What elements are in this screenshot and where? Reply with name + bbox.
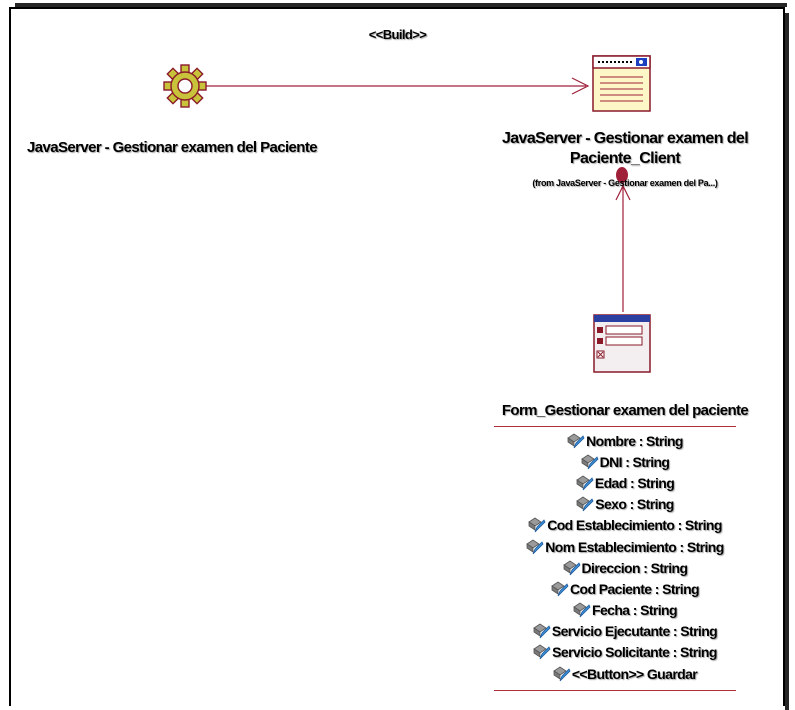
attribute-visibility-icon (526, 539, 544, 555)
attribute-label: Cod Establecimiento : String (547, 517, 722, 534)
server-component-name[interactable]: JavaServer - Gestionar examen del Pacien… (27, 139, 318, 156)
client-page-origin: (from JavaServer - Gestionar examen del … (532, 178, 718, 188)
form-attribute-row[interactable]: Servicio Ejecutante : String (470, 621, 780, 642)
client-page-name[interactable]: JavaServer - Gestionar examen del Pacien… (501, 130, 749, 167)
form-attribute-row[interactable]: DNI : String (470, 451, 780, 472)
attribute-label: Servicio Solicitante : String (552, 644, 717, 661)
form-attribute-row[interactable]: Sexo : String (470, 494, 780, 515)
form-attribute-row[interactable]: Cod Paciente : String (470, 578, 780, 599)
attribute-label: Cod Paciente : String (570, 580, 700, 597)
association-arrowhead (615, 184, 631, 201)
form-icon (593, 314, 651, 373)
client-page-icon (592, 55, 651, 112)
attribute-label: Sexo : String (595, 496, 674, 513)
attribute-label: Servicio Ejecutante : String (551, 623, 718, 640)
attribute-label: <<Button>> Guardar (571, 665, 698, 682)
attribute-visibility-icon (553, 666, 571, 682)
form-attribute-row[interactable]: Edad : String (470, 472, 780, 493)
form-attribute-row[interactable]: Fecha : String (470, 600, 780, 621)
attribute-label: Nombre : String (586, 432, 683, 449)
gear-icon (163, 64, 207, 108)
form-class-name[interactable]: Form_Gestionar examen del paciente (501, 402, 749, 419)
attribute-visibility-icon (551, 581, 569, 597)
attribute-visibility-icon (533, 623, 551, 639)
form-separator-bottom (494, 690, 736, 691)
attribute-label: Direccion : String (581, 559, 688, 576)
attribute-visibility-icon (576, 475, 594, 491)
attribute-label: Edad : String (594, 474, 675, 491)
attribute-visibility-icon (528, 517, 546, 533)
form-attribute-row[interactable]: Nom Establecimiento : String (470, 536, 780, 557)
attribute-label: Fecha : String (592, 602, 678, 619)
form-separator-top (494, 426, 736, 427)
diagram-frame (9, 3, 789, 710)
form-attribute-row[interactable]: Direccion : String (470, 557, 780, 578)
attribute-visibility-icon (567, 433, 585, 449)
attribute-label: Nom Establecimiento : String (545, 538, 724, 555)
association-end-dot (616, 167, 628, 183)
form-attribute-row[interactable]: Cod Establecimiento : String (470, 515, 780, 536)
build-stereotype-label: <<Build>> (368, 27, 427, 42)
attribute-visibility-icon (533, 644, 551, 660)
attribute-visibility-icon (576, 496, 594, 512)
attribute-visibility-icon (562, 560, 581, 576)
form-attribute-row[interactable]: <<Button>> Guardar (470, 663, 780, 684)
attribute-visibility-icon (573, 602, 591, 618)
form-attribute-row[interactable]: Servicio Solicitante : String (470, 642, 780, 663)
build-dependency-arrowhead (571, 77, 590, 95)
attribute-visibility-icon (580, 454, 599, 470)
attribute-label: DNI : String (599, 453, 670, 470)
form-attribute-row[interactable]: Nombre : String (470, 430, 780, 451)
